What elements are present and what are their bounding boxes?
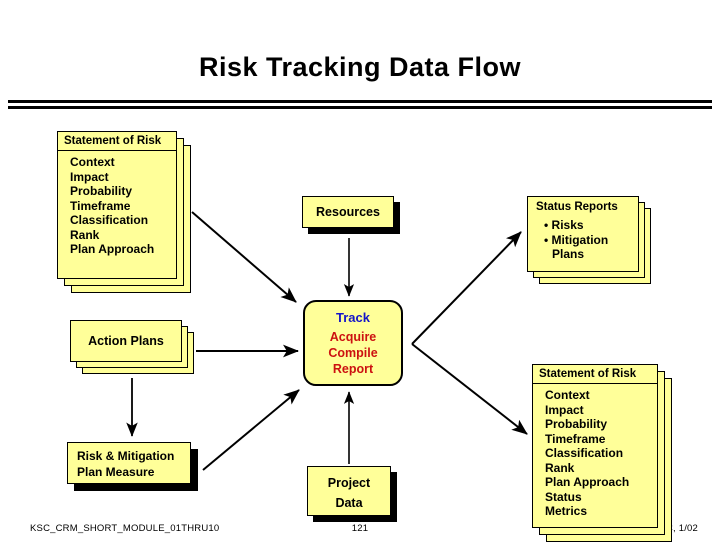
list-item: Impact [70, 169, 109, 184]
project-data-card[interactable]: Project Data [307, 466, 391, 516]
list-item: Timeframe [70, 198, 131, 213]
list-item: Plans [552, 247, 585, 261]
statement-of-risk-bottom-title: Statement of Risk [533, 365, 657, 384]
statement-of-risk-bottom-card[interactable]: Statement of Risk Context Impact Probabi… [532, 364, 658, 528]
action-plans-label: Action Plans [88, 334, 164, 348]
list-item: Classification [545, 446, 624, 460]
action-plans-card[interactable]: Action Plans [70, 320, 182, 362]
arrow-statement-to-track [191, 211, 297, 303]
title-rule-upper [8, 100, 712, 103]
risk-mitigation-text: Risk & Mitigation Plan Measure [68, 443, 190, 480]
statement-of-risk-bottom-list: Context Impact Probability Timeframe Cla… [533, 384, 657, 519]
list-item: Context [70, 155, 115, 169]
page-title: Risk Tracking Data Flow [198, 52, 522, 82]
footer-page-number: 121 [351, 523, 369, 534]
track-steps: Acquire Compile Report [305, 329, 401, 377]
status-reports-bullets: • Risks • Mitigation Plans [528, 216, 638, 262]
list-item: Acquire [329, 330, 377, 344]
risk-mitigation-card[interactable]: Risk & Mitigation Plan Measure [67, 442, 191, 484]
project-data-line2: Data [335, 496, 363, 510]
arrow-riskmitigation-to-track [202, 389, 300, 471]
list-item: Rank [70, 227, 100, 242]
list-item: Impact [545, 402, 584, 417]
list-item: Plan Approach [545, 475, 630, 489]
project-data-line1: Project [327, 476, 371, 490]
list-item: Compile [328, 346, 378, 360]
list-item: Classification [70, 213, 149, 227]
statement-of-risk-top-card[interactable]: Statement of Risk Context Impact Probabi… [57, 131, 177, 279]
list-item: Metrics [545, 504, 588, 518]
list-item: • Risks [544, 218, 584, 232]
arrow-track-to-statusreports [411, 231, 522, 345]
list-item: Probability [70, 184, 133, 198]
statement-of-risk-top-list: Context Impact Probability Timeframe Cla… [58, 151, 176, 257]
title-rule-lower [8, 106, 712, 109]
list-item: Context [545, 388, 590, 402]
list-item: Rank [545, 460, 575, 475]
risk-mitigation-line1: Risk & Mitigation [77, 449, 175, 463]
track-title: Track [336, 310, 370, 325]
list-item: Timeframe [545, 431, 606, 446]
risk-mitigation-line2: Plan Measure [77, 465, 155, 479]
track-process-node[interactable]: Track Acquire Compile Report [303, 300, 403, 386]
footer-module-id: KSC_CRM_SHORT_MODULE_01THRU10 [30, 523, 220, 534]
resources-card[interactable]: Resources [302, 196, 394, 228]
list-item: • Mitigation [544, 232, 609, 247]
status-reports-title: Status Reports [536, 201, 618, 213]
resources-label: Resources [316, 205, 380, 219]
statement-of-risk-top-title: Statement of Risk [58, 132, 176, 151]
arrow-track-to-statement-bottom [411, 343, 528, 435]
list-item: Probability [545, 417, 608, 431]
status-reports-card[interactable]: Status Reports • Risks • Mitigation Plan… [527, 196, 639, 272]
list-item: Report [332, 362, 374, 376]
list-item: Plan Approach [70, 242, 155, 256]
list-item: Status [545, 489, 582, 504]
